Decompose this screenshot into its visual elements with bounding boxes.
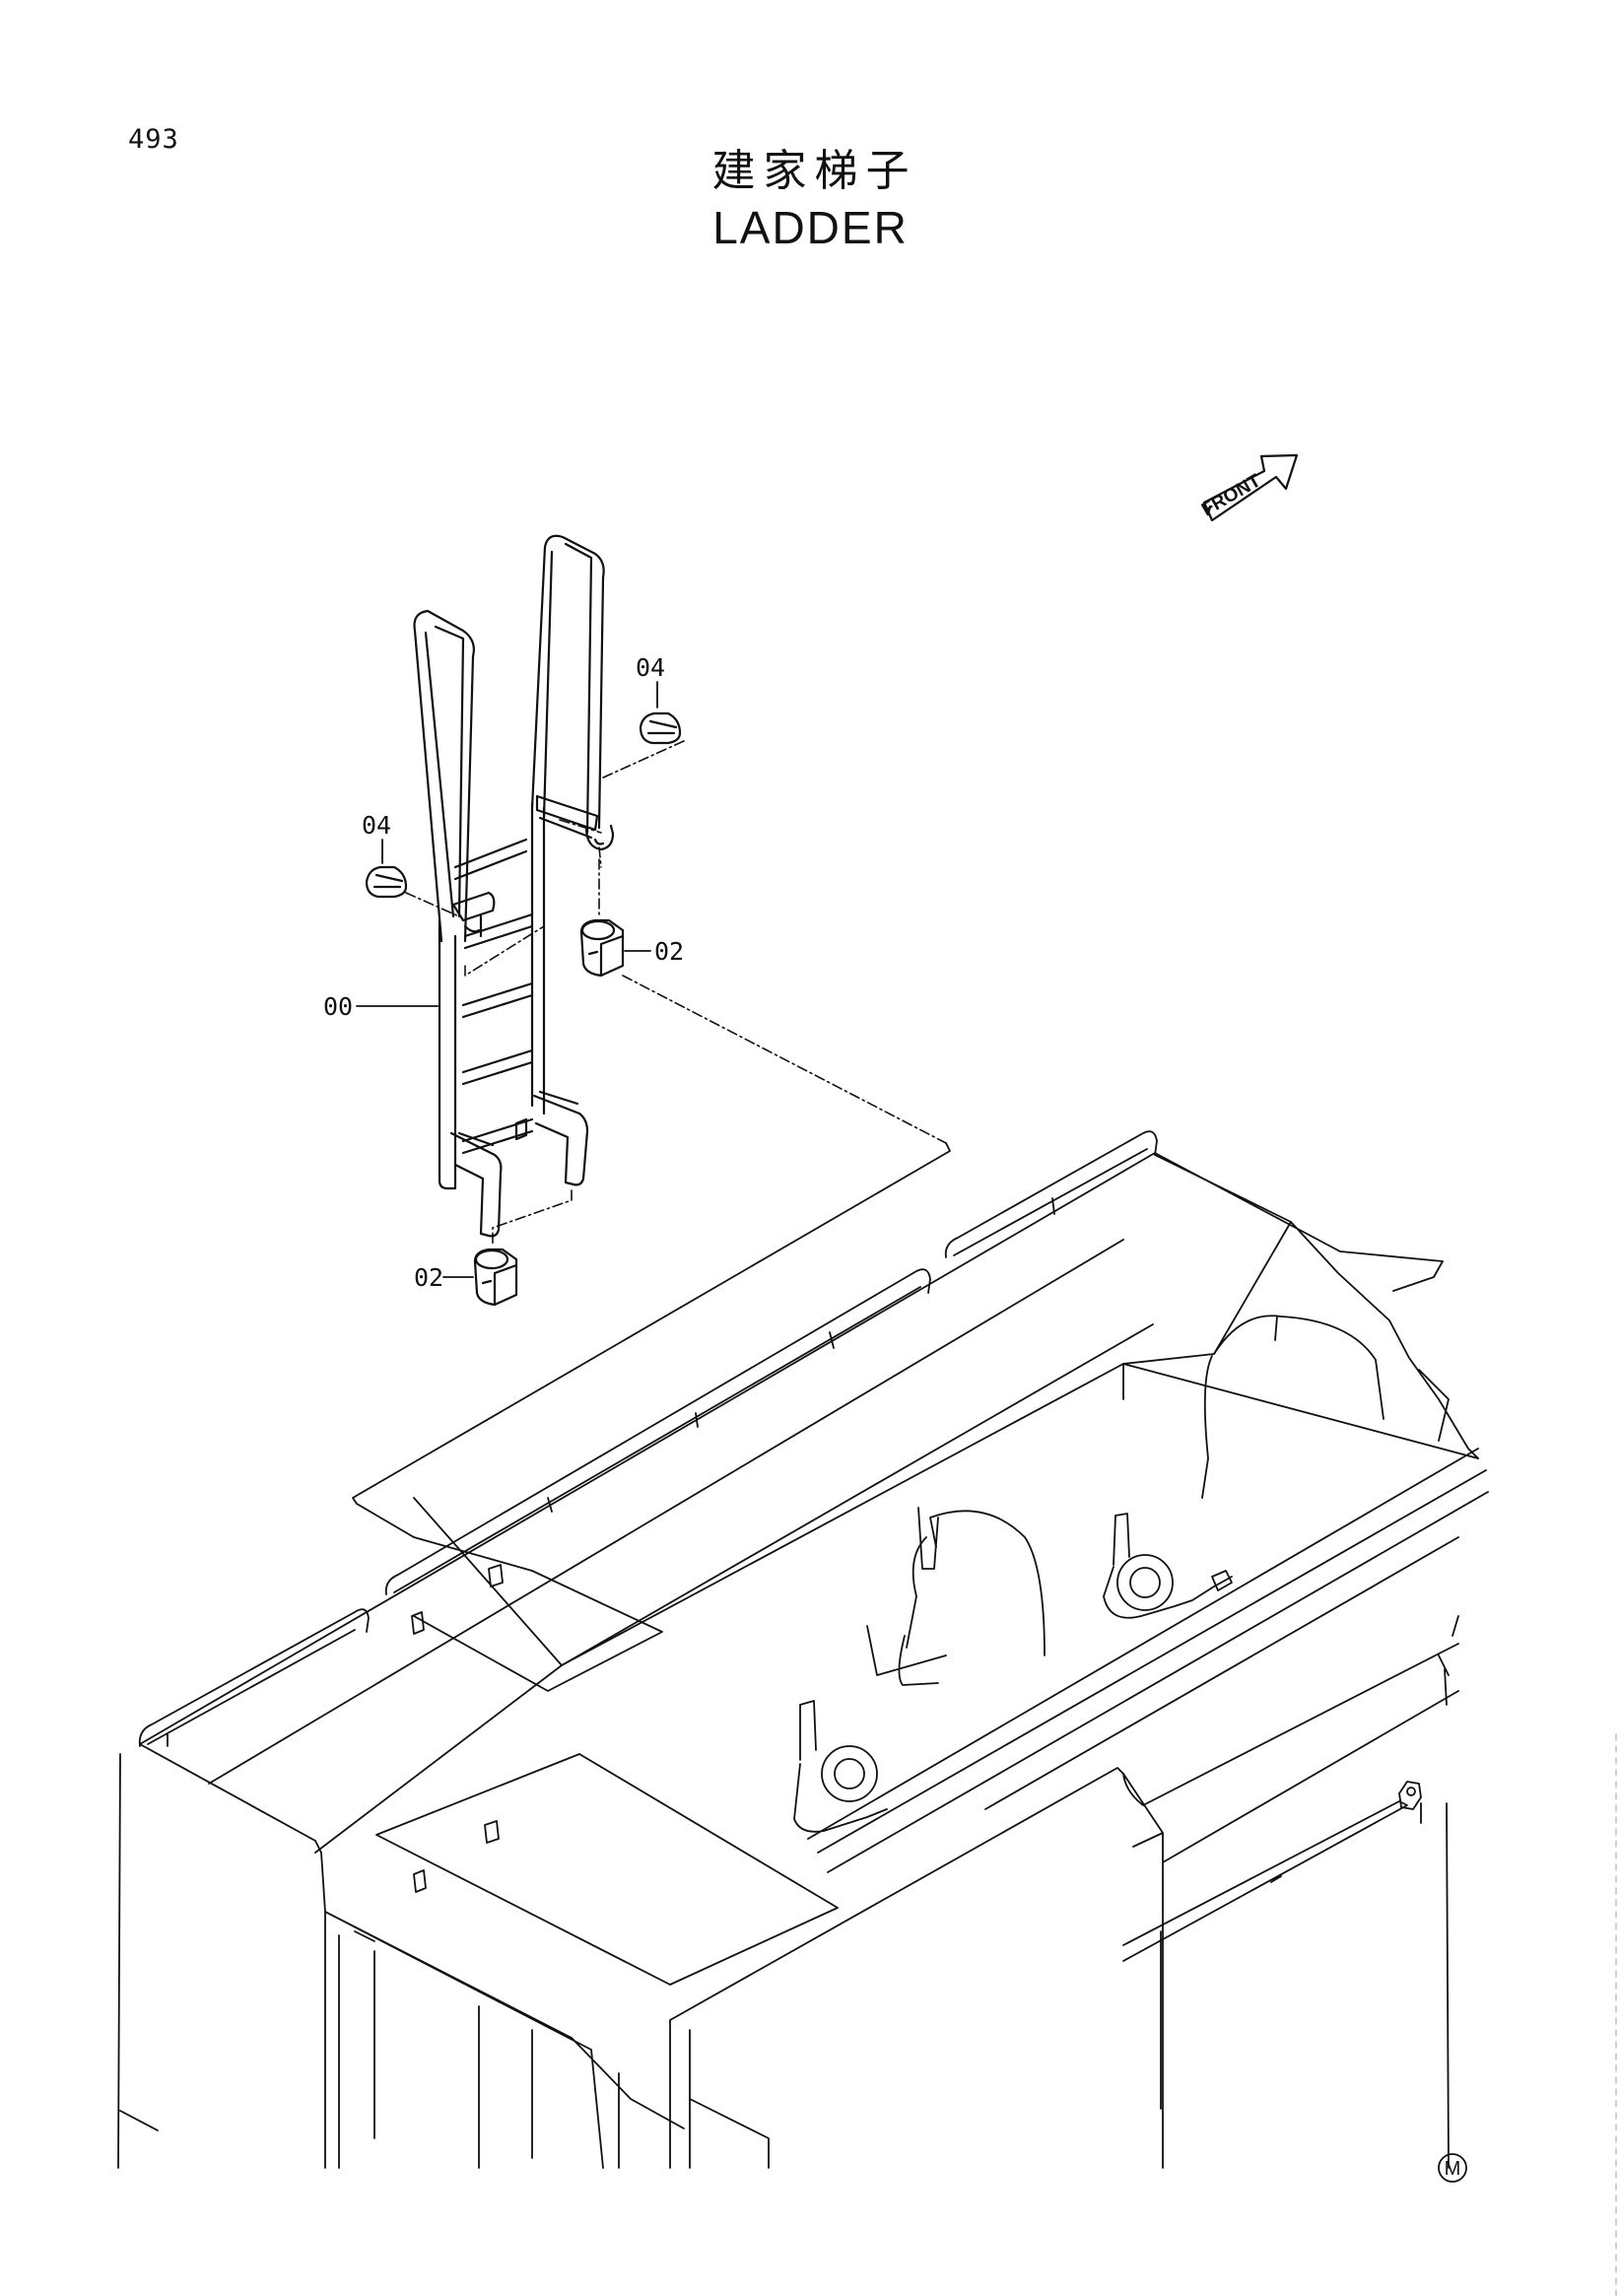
title-english: LADDER	[712, 202, 909, 253]
engine-hood-slope	[1122, 1221, 1292, 1365]
ladder-assembly	[413, 534, 615, 1238]
assembly-line-cap-left	[405, 892, 545, 977]
front-arrow: FRONT	[1198, 453, 1299, 522]
page-number: 493	[128, 124, 179, 155]
engine-hood-side	[1418, 1369, 1450, 1442]
handrail-2-inner	[393, 1286, 921, 1593]
ladder-right-loop-inner	[542, 542, 593, 835]
ladder-right-stile	[530, 801, 546, 1115]
mount-area-lower	[375, 1753, 839, 1986]
cab-box-top	[314, 1664, 685, 2129]
ladder-right-loop-connector	[538, 816, 593, 840]
mount-lower-left-plate	[793, 1700, 888, 1833]
cap-upper-left-label: 04	[362, 811, 391, 840]
cab-box-front	[669, 1767, 1124, 2169]
cap-upper-left-slot	[372, 873, 404, 889]
ladder-left-stile	[438, 919, 457, 1190]
mount-upper-right-ring	[1116, 1554, 1174, 1611]
cap-upper-left-body	[365, 865, 408, 899]
mount-lower-left-ring-inner	[834, 1758, 865, 1790]
title-block: 建家梯子 LADDER	[0, 144, 1621, 256]
machine-body	[117, 1130, 1489, 2169]
ladder-left-loop-inner	[424, 625, 465, 918]
ladder-rung-2	[463, 912, 534, 950]
bushing-upper-label: 02	[654, 937, 684, 966]
ladder-rung-3	[461, 981, 534, 1019]
handrail-3	[944, 1130, 1158, 1258]
mount-upper-right-plate	[1103, 1513, 1233, 1619]
deck-edge-main	[117, 1152, 1444, 2169]
handrail-1	[138, 1608, 370, 1747]
deck-top-line-1	[208, 1239, 1124, 1785]
front-arrow-inner	[1206, 505, 1212, 516]
ladder-upper-clamp-left	[451, 891, 496, 938]
arch-left-frame	[898, 1507, 939, 1686]
cap-upper-right-body	[639, 711, 682, 745]
arch-left-bar	[866, 1625, 947, 1676]
mount-upper-right-ring-inner	[1129, 1567, 1161, 1598]
ladder-left-loop	[413, 609, 475, 943]
bottom-mark: M	[1438, 2153, 1467, 2183]
bushing-lower-label: 02	[414, 1263, 443, 1292]
bushing-upper-top	[580, 919, 616, 941]
cab-window-lines	[354, 1930, 620, 2169]
bushing-upper: 02	[579, 918, 684, 978]
bushing-lower-top	[474, 1249, 509, 1270]
ladder-rung-1	[453, 838, 528, 881]
title-chinese: 建家梯子	[711, 146, 917, 196]
assembly-line-bushing-upper	[598, 858, 947, 1144]
handrail-2	[384, 1268, 931, 1595]
ladder-left-foot	[449, 1131, 503, 1238]
ladder-rung-5	[461, 1117, 534, 1155]
eye-tab	[1398, 1781, 1422, 1824]
front-label: FRONT	[1198, 470, 1265, 520]
mount-area-upper	[413, 1536, 663, 1692]
deck-top-line-3	[561, 1363, 1479, 1666]
bushing-lower-face	[481, 1263, 518, 1307]
mount-square-1	[488, 1564, 504, 1587]
deck-front-edge	[139, 1743, 322, 1854]
front-arrow-outline	[1202, 453, 1299, 522]
bottom-mark-circle	[1438, 2153, 1467, 2183]
cap-upper-right-slot	[646, 719, 678, 735]
ladder-bottom-tab	[514, 1117, 528, 1141]
bushing-upper-face	[587, 934, 625, 978]
mount-square-4	[413, 1869, 427, 1893]
ladder-right-loop	[530, 534, 605, 830]
mount-lower-left-ring	[821, 1745, 878, 1802]
engine-hood	[1154, 1154, 1479, 1459]
bushing-lower: 02	[414, 1248, 518, 1307]
handrail-1-inner	[147, 1629, 356, 1747]
mount-square-2	[411, 1611, 425, 1635]
right-far-edge	[1444, 1615, 1459, 2169]
mounting-projection	[352, 1142, 951, 1538]
assembly-line-bushing-lower	[492, 1189, 573, 1245]
cap-upper-left: 04	[362, 811, 408, 899]
mount-square-3	[484, 1820, 500, 1844]
cap-upper-right: 04	[636, 653, 682, 745]
ladder-right-foot	[532, 1090, 589, 1186]
front-right-panel	[1122, 1643, 1459, 1863]
assembly-line-cap-right	[559, 740, 685, 868]
rail-slant	[1122, 1800, 1408, 1962]
cab-box-side	[324, 1911, 604, 2169]
engine-hood-inner	[1201, 1315, 1385, 1499]
callout-ladder: 00	[323, 992, 439, 1021]
deck-rail-channel	[807, 1448, 1489, 1873]
deck-top-line-2	[413, 1323, 1154, 1666]
ladder-upper-clamp-right	[535, 794, 615, 851]
mount-upper-right-tab	[1211, 1570, 1233, 1591]
handrail-3-inner	[953, 1148, 1148, 1256]
bottom-mark-label: M	[1445, 2158, 1461, 2180]
front-right-body	[1160, 1654, 1450, 2169]
ladder-rung-4	[461, 1048, 534, 1086]
front-bottom-edge	[119, 2098, 770, 2169]
cap-upper-right-label: 04	[636, 653, 665, 682]
callout-ladder-label: 00	[323, 992, 353, 1021]
arch-left	[906, 1510, 1046, 1656]
